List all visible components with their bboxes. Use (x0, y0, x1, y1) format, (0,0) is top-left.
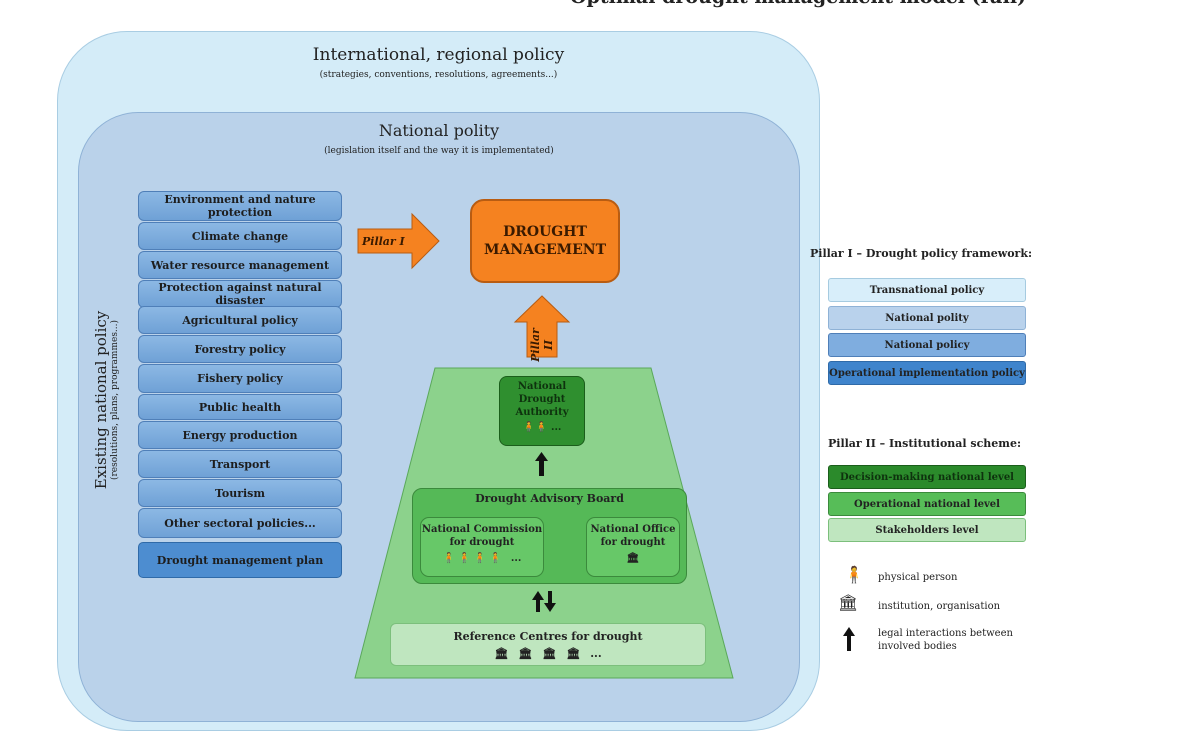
person-icon: 🧍 (442, 553, 459, 564)
legend-person-label: physical person (878, 572, 958, 583)
person-icon: 🧍 (535, 422, 548, 433)
reference-centres-title: Reference Centres for drought (453, 630, 643, 643)
commission-ellipsis: ... (510, 553, 522, 564)
drought-management-line2: MANAGEMENT (483, 242, 607, 258)
institution-icon: 🏛 (542, 647, 567, 660)
legend-interaction-label: legal interactions between involved bodi… (878, 627, 1013, 653)
authority-board-arrow (535, 452, 548, 476)
reference-centres-ellipsis: ... (590, 647, 602, 660)
legend-pillar1-title: Pillar I – Drought policy framework: (810, 247, 1033, 260)
office-line2: for drought (600, 537, 666, 548)
person-icon: 🧍 (844, 565, 864, 584)
office-line1: National Office (590, 524, 676, 535)
legend-interaction-line1: legal interactions between (878, 628, 1013, 639)
international-policy-subtitle: (strategies, conventions, resolutions, a… (319, 70, 558, 80)
authority-line3: Authority (515, 407, 569, 418)
reference-centres-box: Reference Centres for drought 🏛🏛🏛🏛... (390, 623, 706, 666)
institution-icon: 🏛 (494, 647, 519, 660)
national-polity-title: National polity (378, 121, 500, 140)
policy-item: Fishery policy (138, 364, 342, 393)
national-drought-authority: National Drought Authority 🧍🧍 ... (499, 376, 585, 446)
commission-line1: National Commission (421, 524, 543, 535)
policy-item: Environment and nature protection (138, 191, 342, 221)
legend-pillar1-item: National policy (828, 333, 1026, 357)
diagram-title: Optimal drought management model (full) (570, 0, 1170, 8)
pillar2-label: Pillar II (529, 328, 555, 362)
legend-pillar1-item: Transnational policy (828, 278, 1026, 302)
legend-pillar2-title: Pillar II – Institutional scheme: (828, 437, 1021, 450)
authority-line1: National (517, 381, 567, 392)
person-icon: 🧍 (458, 553, 474, 564)
person-icon: 🧍 (522, 422, 536, 433)
commission-line2: for drought (449, 537, 515, 548)
policy-item: Climate change (138, 222, 342, 250)
policy-item: Tourism (138, 479, 342, 507)
policy-item: Water resource management (138, 251, 342, 279)
national-office-box: National Office for drought 🏛 (586, 517, 680, 577)
interaction-arrow-icon (843, 627, 855, 651)
board-centres-arrows (532, 591, 556, 612)
drought-management-box: DROUGHT MANAGEMENT (470, 199, 620, 283)
national-commission-box: National Commission for drought 🧍🧍🧍🧍 ... (420, 517, 544, 577)
institution-icon: 🏛 (626, 553, 640, 564)
institution-icon: 🏛 (566, 647, 591, 660)
legend-pillar2-item: Decision-making national level (828, 465, 1026, 489)
legend-interaction-line2: involved bodies (878, 641, 957, 652)
institution-icon: 🏛 (838, 593, 859, 612)
policy-item: Forestry policy (138, 335, 342, 363)
policy-item: Energy production (138, 421, 342, 449)
reference-centres-institutions: 🏛🏛🏛🏛... (391, 647, 705, 660)
policy-item: Transport (138, 450, 342, 478)
international-policy-title: International, regional policy (312, 45, 565, 65)
authority-ellipsis: ... (550, 422, 562, 433)
drought-management-line1: DROUGHT (503, 224, 587, 240)
person-icon: 🧍 (488, 553, 505, 564)
pillar1-label: Pillar I (362, 235, 405, 248)
policy-item: Agricultural policy (138, 306, 342, 334)
policy-item: Other sectoral policies... (138, 508, 342, 538)
person-icon: 🧍 (473, 553, 489, 564)
national-polity-subtitle: (legislation itself and the way it is im… (324, 146, 554, 156)
institution-icon: 🏛 (518, 647, 543, 660)
advisory-board-title: Drought Advisory Board (475, 492, 624, 505)
authority-line2: Drought (518, 394, 566, 405)
legend-pillar2-item: Operational national level (828, 492, 1026, 516)
policy-item: Public health (138, 394, 342, 420)
legend-pillar1-item: Operational implementation policy (828, 361, 1026, 385)
pillar1-arrow (357, 212, 440, 270)
legend-pillar2-item: Stakeholders level (828, 518, 1026, 542)
authority-persons: 🧍🧍 ... (500, 421, 584, 434)
pillar2-arrow (513, 295, 571, 358)
legend-pillar1-item: National polity (828, 306, 1026, 330)
drought-management-plan: Drought management plan (138, 542, 342, 578)
commission-persons: 🧍🧍🧍🧍 ... (421, 552, 543, 565)
legend-institution-label: institution, organisation (878, 601, 1001, 612)
